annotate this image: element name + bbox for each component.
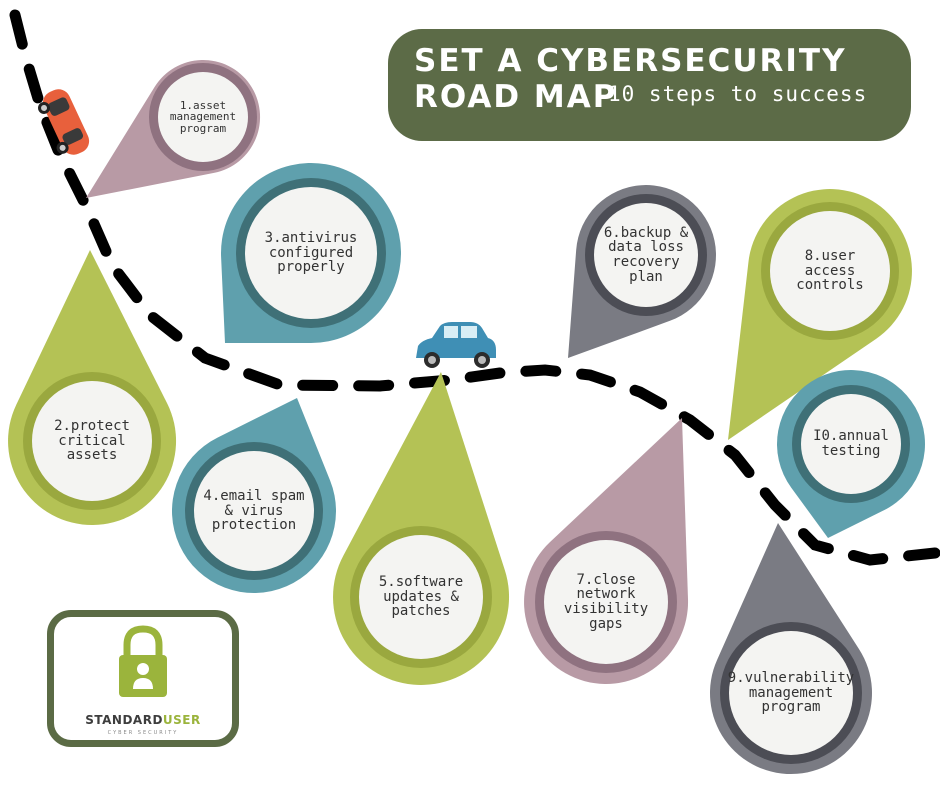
step-label-line: critical bbox=[58, 434, 125, 449]
step-label-line: 5.software bbox=[379, 575, 463, 590]
step-label-line: I0.annual bbox=[813, 429, 889, 444]
step-label-line: controls bbox=[796, 278, 863, 293]
logo-brand: STANDARDUSER bbox=[54, 713, 232, 727]
step-label-line: access bbox=[805, 264, 856, 279]
step-label-line: 3.antivirus bbox=[265, 231, 358, 246]
subtitle: 10 steps to success bbox=[608, 82, 867, 106]
step-label-line: program bbox=[180, 123, 226, 135]
step-label-line: assets bbox=[67, 448, 118, 463]
logo-tagline: CYBER SECURITY bbox=[54, 730, 232, 736]
step-label-line: network bbox=[576, 587, 635, 602]
blue-car-icon bbox=[416, 322, 496, 368]
step-label-line: program bbox=[761, 700, 820, 715]
step-label-line: 9.vulnerability bbox=[728, 671, 854, 686]
step-label-line: 6.backup & bbox=[604, 226, 688, 241]
step-label-line: configured bbox=[269, 246, 353, 261]
step-label-line: gaps bbox=[589, 617, 623, 632]
step-label-line: protection bbox=[212, 518, 296, 533]
step-label-line: 8.user bbox=[805, 249, 856, 264]
step-label-line: 2.protect bbox=[54, 419, 130, 434]
step-label-line: 4.email spam bbox=[203, 489, 304, 504]
title-line2: ROAD MAP bbox=[414, 79, 617, 115]
step-label-line: visibility bbox=[564, 602, 648, 617]
step-label-line: patches bbox=[391, 604, 450, 619]
step-label-line: & virus bbox=[224, 504, 283, 519]
step-label-line: updates & bbox=[383, 590, 459, 605]
step-label-line: properly bbox=[277, 260, 344, 275]
step-label-line: recovery bbox=[612, 255, 679, 270]
step-label-line: data loss bbox=[608, 240, 684, 255]
step-label-line: management bbox=[749, 686, 833, 701]
standarduser-logo: STANDARDUSER CYBER SECURITY bbox=[47, 610, 239, 747]
step-label-line: testing bbox=[821, 444, 880, 459]
step-label-line: plan bbox=[629, 270, 663, 285]
title-line1: SET A CYBERSECURITY bbox=[414, 43, 847, 79]
title-banner: SET A CYBERSECURITY ROAD MAP 10 steps to… bbox=[388, 29, 911, 141]
step-label-line: 7.close bbox=[576, 573, 635, 588]
padlock-icon bbox=[113, 623, 173, 703]
